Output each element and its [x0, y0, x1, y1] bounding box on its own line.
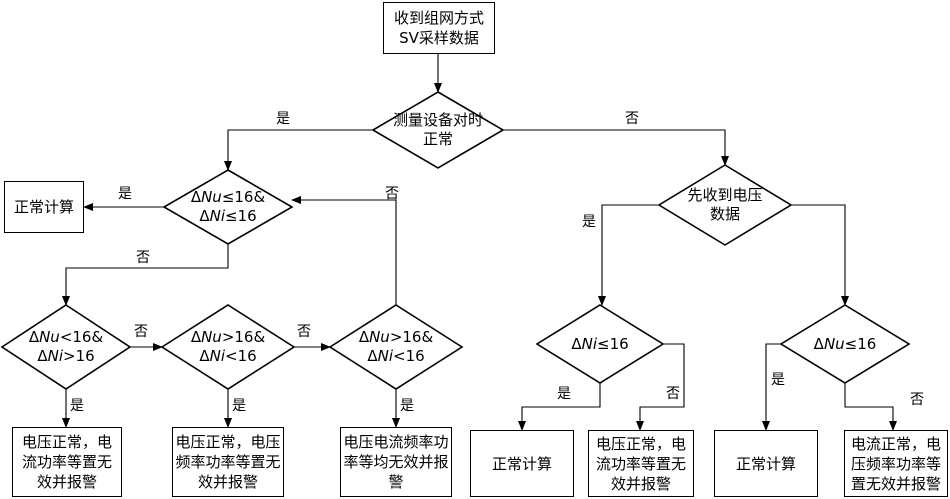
decision-nu-shape — [779, 304, 911, 384]
edge-timing-yes — [224, 129, 373, 171]
label-timing-yes: 是 — [276, 111, 290, 127]
label-c-no: 否 — [385, 186, 399, 202]
alarm-box-a: 电压正常，电流功率等置无效并报警 — [12, 427, 122, 497]
label-nu-no: 否 — [910, 392, 924, 408]
decision-a-shape — [0, 304, 132, 390]
normal-calc-mid-box: 正常计算 — [470, 430, 574, 497]
label-check16-no: 否 — [136, 250, 150, 266]
label-a-yes: 是 — [70, 398, 84, 414]
edge-c-no-loop — [291, 196, 397, 305]
alarm-box-b: 电压正常，电压频率功率等置无效并报警 — [172, 427, 284, 497]
label-a-no: 否 — [134, 324, 148, 340]
label-nu-yes: 是 — [771, 372, 785, 388]
normal-calc-right-box: 正常计算 — [714, 430, 818, 497]
label-timing-no: 否 — [625, 111, 639, 127]
edge-voltage-no — [791, 204, 849, 306]
decision-voltage-first-shape — [657, 164, 793, 246]
decision-b-shape — [160, 304, 296, 390]
edge-timing-no — [503, 129, 729, 166]
decision-ni-shape — [535, 304, 665, 384]
edge-nu-no — [844, 383, 897, 431]
start-line2: SV采样数据 — [399, 29, 479, 47]
label-b-no: 否 — [297, 324, 311, 340]
label-check16-yes: 是 — [118, 186, 132, 202]
decision-check16-shape — [162, 169, 294, 245]
normal-calc-left-box: 正常计算 — [4, 181, 84, 233]
label-voltage-yes: 是 — [582, 214, 596, 230]
label-ni-yes: 是 — [557, 386, 571, 402]
alarm-box-c: 电压电流频率功率等均无效并报警 — [340, 427, 452, 497]
label-ni-no: 否 — [666, 386, 680, 402]
label-b-yes: 是 — [232, 398, 246, 414]
decision-timing-shape — [371, 91, 505, 169]
edge-ni-no — [636, 343, 685, 431]
edge-ni-yes — [518, 383, 601, 431]
start-box: 收到组网方式 SV采样数据 — [383, 2, 495, 54]
decision-c-shape — [328, 304, 464, 390]
edge-nu-yes — [762, 343, 781, 431]
edge-voltage-yes — [598, 204, 659, 306]
start-line1: 收到组网方式 — [393, 9, 484, 27]
alarm-box-mid: 电压正常，电流功率等置无效并报警 — [588, 430, 694, 497]
alarm-box-right: 电流正常，电压频率功率等置无效并报警 — [844, 430, 948, 497]
edge-check16-no — [62, 244, 229, 306]
label-c-yes: 是 — [400, 398, 414, 414]
